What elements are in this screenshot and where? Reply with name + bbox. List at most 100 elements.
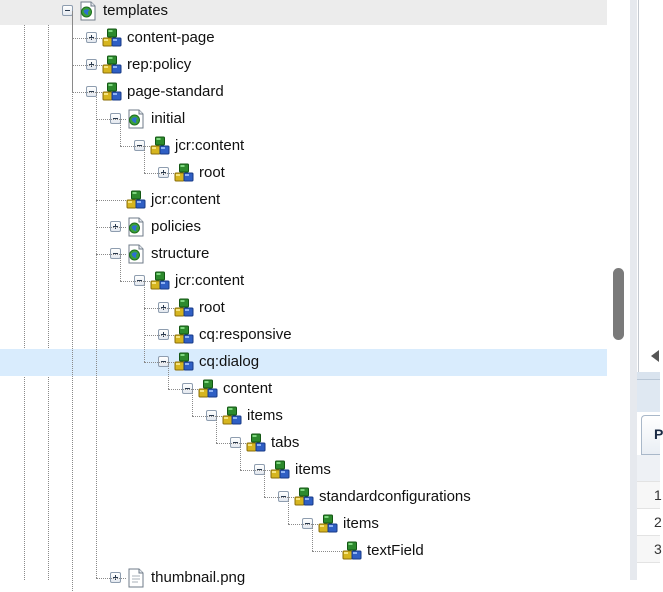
tree-node-label: root [199,299,225,316]
tree-row-standardconfigurations[interactable]: standardconfigurations [0,484,607,511]
node-cubes-icon [174,298,194,318]
node-cubes-icon [270,460,290,480]
tree-row-rep-policy[interactable]: rep:policy [0,52,607,79]
grid-row-number: 2 [654,514,662,530]
collapse-icon[interactable] [302,518,313,529]
collapse-icon[interactable] [86,86,97,97]
file-icon [126,568,146,588]
repository-tree[interactable]: templates content-page rep:policy page-stan… [0,0,607,591]
tree-node-label: items [247,407,283,424]
tree-row-textfield[interactable]: textField [0,538,607,565]
tree-row-page-standard[interactable]: page-standard [0,79,607,106]
expand-icon[interactable] [158,167,169,178]
tree-node-label: items [295,461,331,478]
node-cubes-icon [150,136,170,156]
tree-node-label: initial [151,110,186,127]
tree-row-content-page[interactable]: content-page [0,25,607,52]
tree-guide-line [216,416,217,443]
tree-row-initial[interactable]: initial [0,106,607,133]
tree-row-content[interactable]: content [0,376,607,403]
tree-row-cq-dialog[interactable]: cq:dialog [0,349,607,376]
node-cubes-icon [174,325,194,345]
collapse-icon[interactable] [134,140,145,151]
tree-guide-line [264,497,294,498]
tree-guide-line [120,281,150,282]
tree-node-label: content-page [127,29,215,46]
collapse-icon[interactable] [158,356,169,367]
collapse-icon[interactable] [110,248,121,259]
expand-icon[interactable] [86,59,97,70]
tree-row-items[interactable]: items [0,511,607,538]
tree-guide-line [96,578,126,579]
collapse-icon[interactable] [134,275,145,286]
node-cubes-icon [318,514,338,534]
grid-row[interactable]: 3 [637,536,662,563]
expand-icon[interactable] [158,329,169,340]
tree-row-jcr-content[interactable]: jcr:content [0,187,607,214]
tree-node-label: cq:dialog [199,353,260,370]
tree-guide-line [144,146,145,173]
collapse-icon[interactable] [206,410,217,421]
tree-node-label: textField [367,542,424,559]
tree-node-label: root [199,164,225,181]
tree-node-label: cq:responsive [199,326,292,343]
tree-row-thumbnail-png[interactable]: thumbnail.png [0,565,607,592]
tree-row-jcr-content[interactable]: jcr:content [0,268,607,295]
collapse-arrow-icon[interactable] [651,350,659,362]
tree-row-structure[interactable]: structure [0,241,607,268]
collapse-icon[interactable] [278,491,289,502]
tree-guide-line [120,254,121,281]
tab-properties-label: P [654,426,663,442]
tree-guide-line [72,92,102,93]
tree-scrollbar[interactable] [607,0,630,580]
expand-icon[interactable] [110,572,121,583]
tree-row-policies[interactable]: policies [0,214,607,241]
expand-icon[interactable] [158,302,169,313]
node-cubes-icon [222,406,242,426]
collapse-icon[interactable] [110,113,121,124]
tree-node-label: page-standard [127,83,224,100]
collapse-icon[interactable] [62,5,73,16]
grid-row-number: 3 [654,541,662,557]
folder-page-icon [126,244,146,264]
tab-properties[interactable]: P [641,415,663,455]
node-cubes-icon [294,487,314,507]
grid-row[interactable]: 1 [637,482,662,509]
tree-guide-line [144,173,174,174]
tree-node-label: rep:policy [127,56,192,73]
node-cubes-icon [150,271,170,291]
tree-node-label: items [343,515,379,532]
tree-guide-line [216,443,246,444]
tree-row-cq-responsive[interactable]: cq:responsive [0,322,607,349]
tree-guide-line [144,281,145,362]
collapse-icon[interactable] [254,464,265,475]
grid-header-row [637,455,660,482]
tree-guide-line [48,0,49,580]
expand-icon[interactable] [86,32,97,43]
collapse-icon[interactable] [182,383,193,394]
tree-scrollbar-thumb[interactable] [613,268,624,340]
tree-node-label: jcr:content [175,272,245,289]
folder-page-icon [126,217,146,237]
collapse-icon[interactable] [230,437,241,448]
tree-guide-line [72,65,102,66]
tree-guide-line [312,524,313,551]
tree-row-items[interactable]: items [0,457,607,484]
expand-icon[interactable] [110,221,121,232]
properties-separator [637,372,660,379]
tree-row-items[interactable]: items [0,403,607,430]
tree-guide-line [96,119,126,120]
tree-row-root[interactable]: root [0,160,607,187]
node-cubes-icon [342,541,362,561]
tree-node-label: standardconfigurations [319,488,471,505]
tree-node-label: jcr:content [175,137,245,154]
tree-node-label: structure [151,245,210,262]
tree-row-tabs[interactable]: tabs [0,430,607,457]
tree-guide-line [96,92,97,578]
tree-guide-line [144,335,174,336]
pane-splitter[interactable] [630,0,637,580]
grid-row[interactable]: 2 [637,509,662,536]
tree-row-templates[interactable]: templates [0,0,607,25]
tree-row-jcr-content[interactable]: jcr:content [0,133,607,160]
tree-row-root[interactable]: root [0,295,607,322]
